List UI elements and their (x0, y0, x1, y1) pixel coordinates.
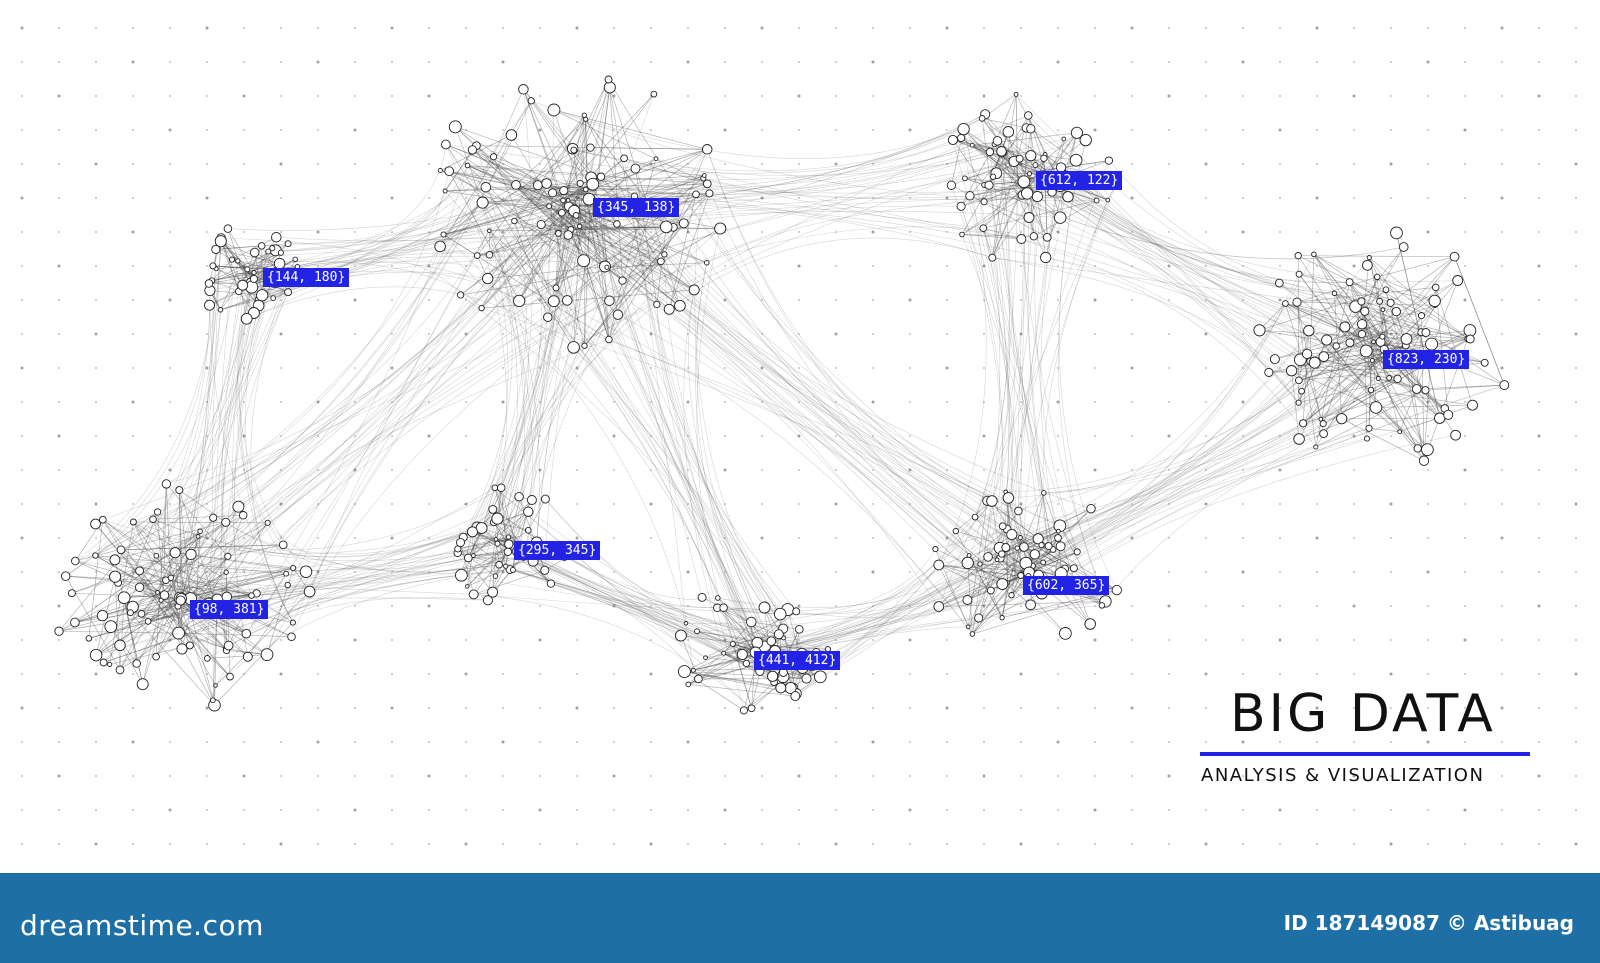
cluster-label-295-345: {295, 345} (514, 541, 601, 560)
cluster-label-98-381: {98, 381} (190, 600, 269, 619)
title-divider (1200, 752, 1530, 756)
cluster-label-345-138: {345, 138} (593, 198, 680, 217)
cluster-label-441-412: {441, 412} (754, 651, 841, 670)
cluster-label-612-122: {612, 122} (1036, 171, 1123, 190)
page-title: BIG DATA (1230, 684, 1496, 744)
graph-nodes (54, 75, 1510, 715)
cluster-label-602-365: {602, 365} (1023, 576, 1110, 595)
background-dot-grid (20, 26, 1578, 846)
brand-logo[interactable]: dreamstime.com (20, 909, 264, 942)
network-graph: {144, 180} {345, 138} {612, 122} {823, 2… (20, 26, 1578, 846)
image-credit: ID 187149087 © Astibuag (1283, 911, 1574, 935)
page-subtitle: ANALYSIS & VISUALIZATION (1201, 765, 1485, 786)
footer-bar: dreamstime.com ID 187149087 © Astibuag (0, 873, 1600, 963)
cluster-label-823-230: {823, 230} (1383, 350, 1470, 369)
cluster-label-144-180: {144, 180} (263, 268, 350, 287)
